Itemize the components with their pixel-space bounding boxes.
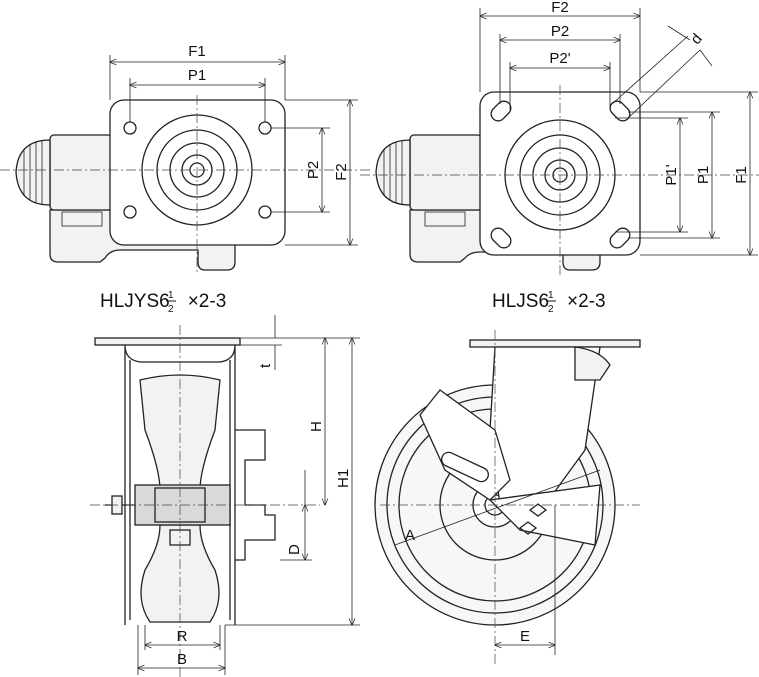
p2-label: P2 <box>551 23 569 40</box>
h-label: H <box>308 421 325 432</box>
a-label: A <box>405 527 415 544</box>
p1-label: P1 <box>188 67 206 84</box>
f1-label: F1 <box>188 43 206 60</box>
side-view-title: HLJYS6×2-3 <box>100 291 226 312</box>
f2-label: F2 <box>333 163 350 181</box>
front-title-denominator: 2 <box>548 304 554 315</box>
h1-label: H1 <box>335 469 352 488</box>
f1-label: F1 <box>733 166 750 184</box>
p1-prime-label: P1' <box>663 164 680 185</box>
f2-label: F2 <box>551 0 569 16</box>
r-label: R <box>177 628 188 645</box>
b-label: B <box>177 651 187 668</box>
front-title-numerator: 1 <box>548 290 554 301</box>
side-title-numerator: 1 <box>168 290 174 301</box>
p1-label: P1 <box>695 166 712 184</box>
e-label: E <box>520 628 530 645</box>
d-label: d <box>687 30 705 47</box>
side-title-denominator: 2 <box>168 304 174 315</box>
front-elevation-view: A E <box>374 330 641 665</box>
front-view-title: HLJS6×2-3 <box>492 291 606 312</box>
t-label: t <box>257 363 274 368</box>
top-left-plan-view: F1 P1 P2 F2 <box>0 43 370 275</box>
d-label: D <box>286 544 303 555</box>
p2-prime-label: P2' <box>549 50 570 67</box>
side-elevation-view: t H H1 D R B <box>90 315 360 677</box>
p2-label: P2 <box>305 161 322 179</box>
top-right-plan-view: d F2 P2 P2' P1' P1 F1 <box>360 0 759 275</box>
